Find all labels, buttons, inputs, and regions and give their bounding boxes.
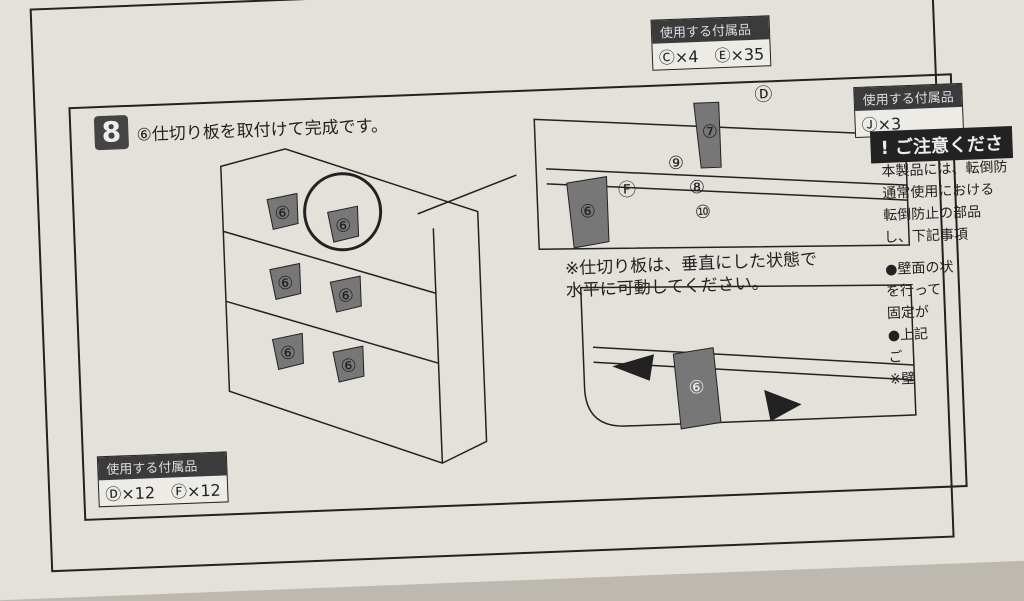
caution-text: 本製品には、転倒防 通常使用における 転倒防止の部品 し、下記事項 ●壁面の状 …: [881, 156, 1016, 391]
callout: ⑥: [335, 215, 352, 237]
callout: ⑥: [340, 355, 357, 377]
label-7: ⑦: [701, 121, 718, 143]
detail-inset: [533, 118, 911, 251]
parts-items: Ⓓ×12 Ⓕ×12: [104, 480, 222, 505]
label-8: ⑧: [689, 177, 706, 199]
shelf-outline: [220, 148, 488, 464]
label-6: ⑥: [579, 201, 596, 223]
callout: ⑥: [277, 273, 294, 295]
highlight-circle: [303, 172, 383, 252]
slide-label: ⑥: [688, 377, 705, 399]
callout: ⑥: [280, 343, 297, 365]
label-10: ⑩: [694, 202, 711, 224]
step-parts-box: 使用する付属品 Ⓓ×12 Ⓕ×12: [96, 451, 229, 508]
callout: ⑥: [274, 203, 291, 225]
callout: ⑥: [337, 285, 354, 307]
label-f: Ⓕ: [618, 179, 637, 201]
label-9: ⑨: [668, 153, 685, 175]
label-d: Ⓓ: [754, 84, 773, 106]
